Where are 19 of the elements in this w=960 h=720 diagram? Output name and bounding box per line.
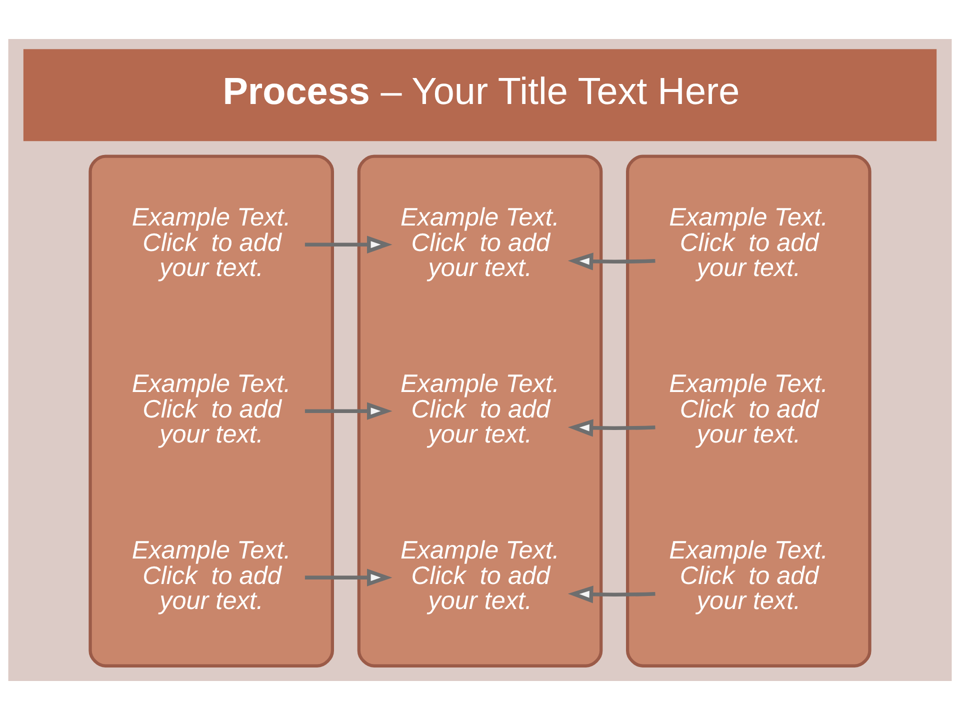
- node-text: Example Text. Click to add your text.: [669, 536, 828, 616]
- cluster: [357, 154, 603, 668]
- node-text: Example Text. Click to add your text.: [132, 536, 291, 616]
- node-text: Example Text. Click to add your text.: [132, 204, 291, 282]
- arrow: [304, 236, 392, 254]
- node-text: Example Text. Click to add your text.: [400, 204, 560, 282]
- node-text: Example Text. Click to add your text.: [669, 204, 828, 282]
- arrow: [304, 568, 392, 586]
- diagram-title: Process – Your Title Text Here: [222, 70, 740, 113]
- arrow: [568, 586, 656, 604]
- cluster: [88, 154, 334, 668]
- node-text: Example Text. Click to add your text.: [400, 370, 560, 449]
- node-text: Example Text. Click to add your text.: [400, 536, 560, 616]
- cluster: [626, 154, 872, 668]
- node-text: Example Text. Click to add your text.: [132, 370, 291, 449]
- arrow: [304, 402, 392, 420]
- node-text: Example Text. Click to add your text.: [669, 370, 828, 449]
- arrow: [568, 419, 656, 437]
- arrow: [568, 252, 656, 270]
